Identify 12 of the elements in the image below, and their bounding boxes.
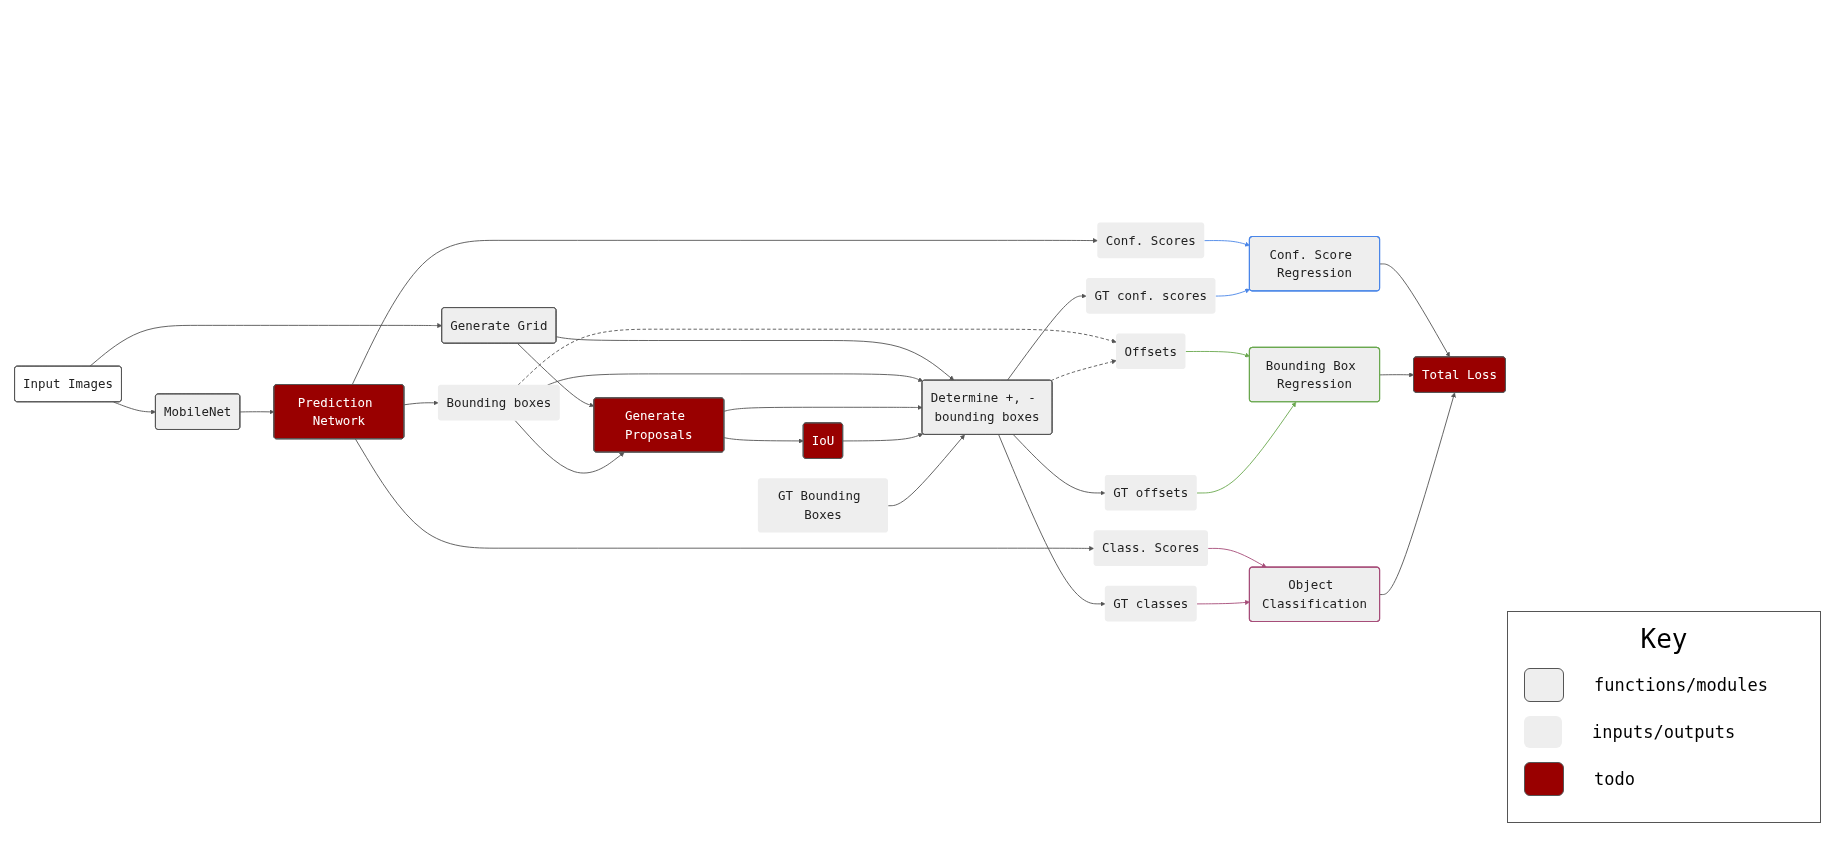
node-box: Conf. Scores (1097, 222, 1205, 258)
node-box: Bounding boxes (437, 384, 560, 420)
node-box: GT classes (1104, 585, 1197, 621)
legend-label: todo (1594, 769, 1635, 789)
legend-label: functions/modules (1594, 675, 1768, 695)
legend-title: Key (1639, 624, 1689, 654)
legend-label: inputs/outputs (1592, 722, 1736, 742)
node-box: Class. Scores (1093, 529, 1208, 566)
node-box: GT conf. scores (1086, 277, 1216, 314)
node-box: Offsets (1116, 332, 1186, 369)
node-box: GT offsets (1104, 474, 1197, 511)
node-box: GT Bounding Boxes (757, 477, 888, 533)
